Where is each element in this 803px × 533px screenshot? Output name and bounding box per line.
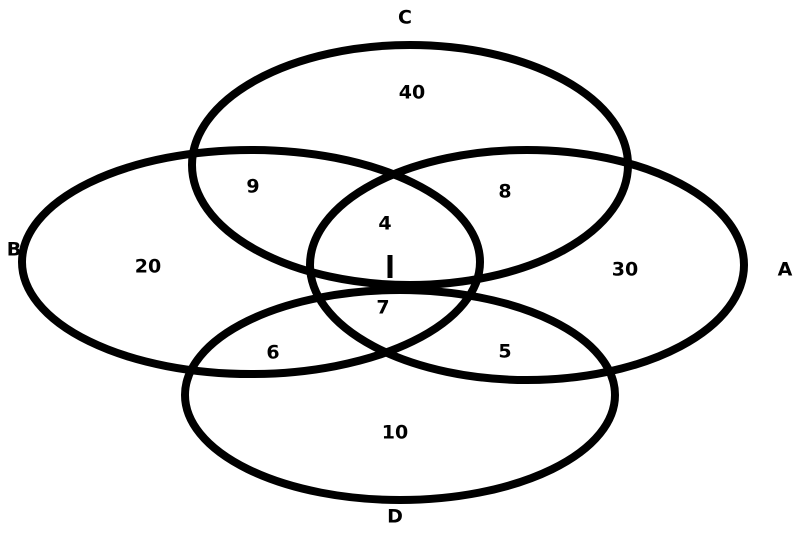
set-b-ellipse bbox=[18, 146, 484, 378]
region-a-d: 5 bbox=[498, 341, 511, 363]
region-a-c: 8 bbox=[498, 181, 511, 203]
region-c-only: 40 bbox=[399, 82, 425, 104]
region-b-c: 9 bbox=[246, 176, 259, 198]
set-d-ellipse bbox=[181, 286, 619, 504]
region-b-d: 6 bbox=[266, 342, 279, 364]
set-label-d: D bbox=[387, 506, 403, 528]
set-label-b: B bbox=[7, 239, 21, 261]
set-a-ellipse bbox=[306, 146, 748, 384]
region-d-only: 10 bbox=[382, 422, 408, 444]
region-a-only: 30 bbox=[612, 259, 638, 281]
region-a-b-d: 7 bbox=[376, 297, 389, 319]
set-label-c: C bbox=[398, 7, 412, 29]
region-a-b-c: 4 bbox=[378, 213, 391, 235]
region-b-only: 20 bbox=[135, 256, 161, 278]
set-label-a: A bbox=[778, 259, 793, 281]
